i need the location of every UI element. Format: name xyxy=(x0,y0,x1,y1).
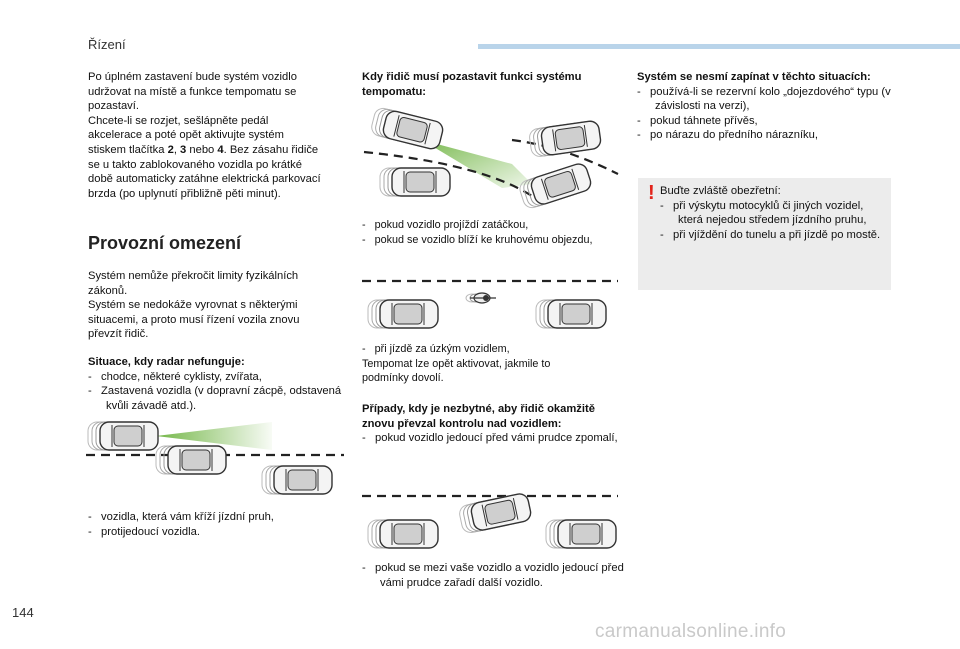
pause-heading: tempomatu: xyxy=(362,85,427,98)
radar-beam xyxy=(422,140,532,188)
narrow-item: - při jízdě za úzkým vozidlem, xyxy=(362,343,510,355)
warning-box xyxy=(638,178,891,290)
header-bar xyxy=(478,44,960,49)
takeover-item: - pokud vozidlo jedoucí před vámi prudce… xyxy=(362,432,618,445)
car-icon xyxy=(536,300,606,328)
takeover-heading: znovu převzal kontrolu nad vozidlem: xyxy=(362,417,562,430)
car-icon xyxy=(458,492,532,534)
col3-conditions: Systém se nesmí zapínat v těchto situací… xyxy=(637,70,899,143)
car-icon xyxy=(546,520,616,548)
car-icon xyxy=(368,520,438,548)
warning-item: - při výskytu motocyklů či jiných vozide… xyxy=(660,199,867,227)
no-enable-heading: Systém se nesmí zapínat v těchto situací… xyxy=(637,71,871,83)
limits-line: zákonů. xyxy=(88,284,128,297)
curve-item: - pokud se vozidlo blíží ke kruhovému ob… xyxy=(362,233,593,246)
narrow-note: podmínky dovolí. xyxy=(362,372,444,385)
radar-item: - Zastavená vozidla (v dopravní zácpě, o… xyxy=(88,385,342,412)
section-title: Provozní omezení xyxy=(88,233,242,253)
intro-line: Po úplném zastavení bude systém vozidlo xyxy=(88,71,297,83)
separator: , xyxy=(173,143,181,156)
cutin-item: - pokud se mezi vaše vozidlo a vozidlo j… xyxy=(362,562,624,589)
col1-radar: Situace, kdy radar nefunguje: - chodce, … xyxy=(88,355,348,413)
cross-item: - protijedoucí vozidla. xyxy=(88,525,200,538)
separator: nebo xyxy=(186,143,218,156)
figure-cutin xyxy=(362,490,618,554)
warning-icon: ! xyxy=(648,182,655,204)
car-icon xyxy=(380,168,450,196)
restart-buttons-line: stiskem tlačítka 2, 3 nebo 4. Bez zásahu… xyxy=(88,143,348,158)
takeover-heading: Případy, kdy je nezbytné, aby řidič okam… xyxy=(362,403,595,415)
narrow-note: Tempomat lze opět aktivovat, jakmile to xyxy=(362,357,551,370)
restart-line: Chcete-li se rozjet, sešlápněte pedál xyxy=(88,114,269,127)
car-icon xyxy=(528,120,601,157)
col2-narrow: - při jízdě za úzkým vozidlem, Tempomat … xyxy=(362,342,624,386)
no-enable-item: - po nárazu do předního nárazníku, xyxy=(637,129,818,142)
watermark: carmanualsonline.info xyxy=(595,621,787,642)
restart-line: akcelerace a poté opět aktivujte systém xyxy=(88,129,284,142)
restart-post: . Bez zásahu řidiče xyxy=(223,143,319,156)
cross-item: - vozidla, která vám kříží jízdní pruh, xyxy=(88,511,274,523)
col1-cross: - vozidla, která vám kříží jízdní pruh, … xyxy=(88,510,348,539)
warning-content: Buďte zvláště obezřetní: - při výskytu m… xyxy=(660,184,885,242)
car-icon xyxy=(262,466,332,494)
button-2-ref: 2 xyxy=(167,143,174,156)
limits-line: převzít řidič. xyxy=(88,328,149,341)
intro-line: pozastaví. xyxy=(88,100,139,113)
col2-takeover: Případy, kdy je nezbytné, aby řidič okam… xyxy=(362,402,624,446)
car-icon xyxy=(518,162,593,210)
header-title: Řízení xyxy=(88,37,126,52)
warning-item: - při vjíždění do tunelu a při jízdě po … xyxy=(660,228,881,241)
restart-rest-line: se u takto zablokovaného vozidla po krát… xyxy=(88,158,302,171)
pause-heading: Kdy řidič musí pozastavit funkci systému xyxy=(362,71,582,83)
car-icon xyxy=(88,422,158,450)
col2-cutin: - pokud se mezi vaše vozidlo a vozidlo j… xyxy=(362,561,624,590)
car-icon xyxy=(370,106,445,150)
curve-item: - pokud vozidlo projíždí zatáčkou, xyxy=(362,219,529,231)
no-enable-item: - používá-li se rezervní kolo „dojezdové… xyxy=(637,85,891,113)
col1-limits: Systém nemůže překročit limity fyzikální… xyxy=(88,269,348,342)
col2-heading: Kdy řidič musí pozastavit funkci systému… xyxy=(362,70,622,99)
radar-item: - chodce, některé cyklisty, zvířata, xyxy=(88,370,262,383)
figure-crossing xyxy=(86,422,344,500)
motorcycle-icon xyxy=(465,292,496,304)
button-3-ref: 3 xyxy=(180,143,187,156)
restart-rest-line: době automaticky zatáhne elektrická park… xyxy=(88,173,321,186)
page-number: 144 xyxy=(12,605,34,620)
figure-narrow xyxy=(362,279,618,332)
warning-title: Buďte zvláště obezřetní: xyxy=(660,185,781,197)
col1-intro: Po úplném zastavení bude systém vozidlo … xyxy=(88,70,348,201)
restart-pre: stiskem tlačítka xyxy=(88,143,168,156)
limits-line: situacemi, a proto musí řízení vozila zn… xyxy=(88,313,300,326)
col2-curve: - pokud vozidlo projíždí zatáčkou, - pok… xyxy=(362,218,632,247)
intro-line: udržovat na místě a funkce tempomatu se xyxy=(88,85,297,98)
restart-rest-line: brzda (po uplynutí přibližně pěti minut)… xyxy=(88,187,281,200)
limits-line: Systém nemůže překročit limity fyzikální… xyxy=(88,270,299,282)
car-icon xyxy=(368,300,438,328)
no-enable-item: - pokud táhnete přívěs, xyxy=(637,114,758,127)
radar-heading: Situace, kdy radar nefunguje: xyxy=(88,356,245,368)
limits-line: Systém se nedokáže vyrovnat s některými xyxy=(88,299,298,312)
car-icon xyxy=(156,446,226,474)
radar-beam xyxy=(156,422,272,450)
button-4-ref: 4 xyxy=(217,143,224,156)
figure-curve xyxy=(363,112,619,212)
